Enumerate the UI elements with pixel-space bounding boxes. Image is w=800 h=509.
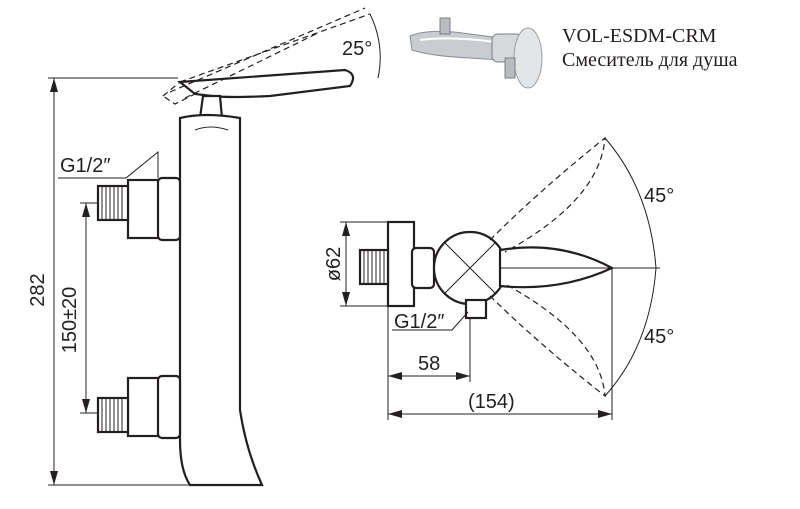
diameter-label: ø62 (323, 247, 345, 281)
center-distance-label: 150±20 (59, 287, 81, 354)
model-label: VOL-ESDM-CRM (562, 25, 717, 47)
front-thread-label: G1/2″ (394, 311, 444, 333)
front-view (340, 136, 660, 420)
angle-upper-label: 45° (644, 185, 674, 207)
angle-lower-label: 45° (644, 326, 674, 348)
lever-angle-label: 25° (342, 38, 372, 60)
depth-outlet-label: 58 (418, 353, 440, 375)
overall-depth-label: (154) (468, 391, 515, 413)
product-photo (409, 17, 543, 89)
side-view (48, 7, 381, 487)
overall-height-label: 282 (27, 273, 49, 306)
description-label: Смеситель для душа (562, 49, 738, 71)
side-thread-label: G1/2″ (60, 155, 110, 177)
